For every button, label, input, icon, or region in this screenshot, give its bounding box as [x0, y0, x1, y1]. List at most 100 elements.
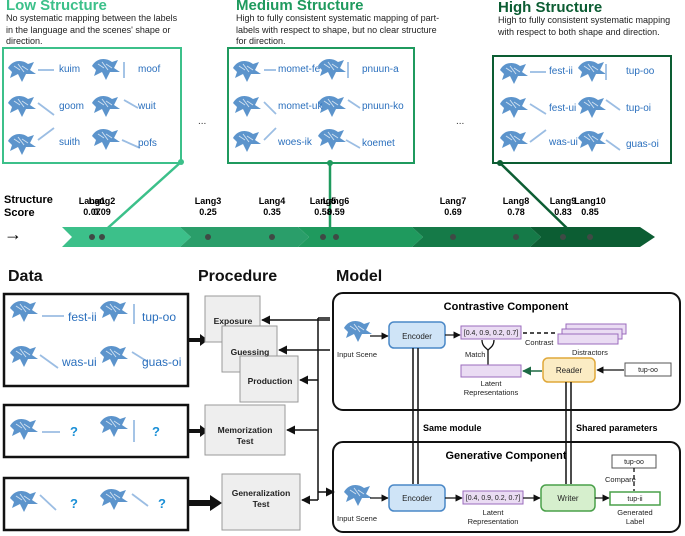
high-label-4: tup-oi — [626, 103, 652, 114]
high-label-2: tup-oo — [626, 66, 655, 77]
score-direction-arrow: → — [4, 224, 22, 244]
memorization-box — [204, 404, 286, 456]
exposure-text: Exposure — [214, 316, 253, 326]
low-scenes — [7, 58, 141, 156]
generated-label-text-2: Label — [626, 517, 645, 526]
production-text: Production — [248, 376, 293, 386]
lang-dot — [333, 234, 339, 240]
lang-score: 0.25 — [199, 207, 217, 217]
generative-title: Generative Component — [445, 450, 566, 462]
low-label-2: moof — [138, 64, 161, 75]
high-label-3: fest-ui — [549, 103, 577, 114]
medium-scenes — [232, 58, 361, 153]
data-label-2: tup-oo — [142, 310, 177, 324]
unknown-label-1: ? — [70, 424, 78, 439]
high-pointer-line — [499, 162, 576, 237]
contrast-text: Contrast — [525, 338, 554, 347]
unknown-label-4: ? — [158, 496, 166, 511]
data-arrow-1 — [200, 334, 208, 346]
high-structure-title: High Structure — [498, 0, 603, 16]
model-heading: Model — [336, 268, 383, 285]
medium-label-4: pnuun-ko — [362, 101, 404, 112]
lang-name: Lang3 — [195, 196, 222, 206]
high-structure-desc: High to fully consistent systematic mapp… — [498, 15, 671, 37]
compare-text: Compare — [605, 475, 636, 484]
data-label-1: fest-ii — [68, 310, 97, 324]
production-box — [239, 355, 299, 403]
latent-rep-text-2: Representation — [468, 517, 519, 526]
low-structure-desc: No systematic mapping between the labels… — [6, 13, 178, 46]
same-module-text: Same module — [423, 423, 482, 433]
lang-score: 0.78 — [507, 207, 525, 217]
generative-component-box — [332, 441, 681, 533]
reader-text: Reader — [556, 366, 583, 375]
contrastive-input-scene-label: Input Scene — [337, 350, 377, 359]
lang-dot — [99, 234, 105, 240]
contrastive-title: Contrastive Component — [444, 301, 569, 313]
lang-name: Lang7 — [440, 196, 467, 206]
medium-structure-box — [227, 47, 415, 164]
medium-structure-desc: High to fully consistent systematic mapp… — [236, 13, 440, 46]
lang-name: Lang9 — [550, 196, 577, 206]
lang-dot — [320, 234, 326, 240]
distractors-stack — [557, 323, 627, 345]
lang-dot — [89, 234, 95, 240]
lang-name: Lang5 — [310, 196, 337, 206]
score-band — [62, 227, 655, 247]
unknown-label-3: ? — [70, 496, 78, 511]
contrastive-vector-text: [0.4, 0.9, 0.2, 0.7] — [464, 330, 519, 337]
latent-reps-text-2: Representations — [464, 388, 519, 397]
low-label-6: pofs — [138, 138, 157, 149]
lang-dot — [450, 234, 456, 240]
reader-input-label — [624, 362, 672, 377]
low-pointer-line — [99, 161, 182, 236]
unknown-label-2: ? — [152, 424, 160, 439]
lang-dot — [560, 234, 566, 240]
lang-score: 0.07 — [83, 207, 101, 217]
procedure-model-connectors — [261, 315, 335, 505]
procedure-stack — [204, 295, 301, 531]
medium-label-1: momet-fe — [278, 64, 321, 75]
lang-name: Lang2 — [89, 196, 116, 206]
target-label-text: tup-oo — [624, 459, 644, 466]
memorization-text-1: Memorization — [218, 425, 273, 435]
generalization-text-2: Test — [253, 499, 270, 509]
contrastive-encoder-label: Encoder — [402, 332, 432, 341]
lang-score: 0.85 — [581, 207, 599, 217]
generative-input-scene-label: Input Scene — [337, 514, 377, 523]
ellipsis-1: ... — [198, 116, 206, 127]
generative-vector-text: [0.4, 0.9, 0.2, 0.7] — [466, 495, 521, 502]
lang-name: Lang6 — [323, 196, 350, 206]
low-label-3: goom — [59, 101, 85, 112]
generative-input-scene — [343, 484, 373, 507]
reader-box — [542, 357, 596, 383]
lang-score: 0.35 — [263, 207, 281, 217]
procedure-heading: Procedure — [198, 268, 278, 285]
ellipsis-2: ... — [456, 116, 464, 127]
structure-score-label-1: Structure — [4, 194, 53, 206]
lang-dot — [269, 234, 275, 240]
contrastive-vector — [460, 325, 522, 340]
lang-dot — [587, 234, 593, 240]
lang-score: 0.58 — [314, 207, 332, 217]
latent-reps-text-1: Latent — [481, 379, 503, 388]
shared-parameters-text: Shared parameters — [576, 423, 658, 433]
generated-label-text-1: Generated — [617, 508, 652, 517]
medium-pointer-dot — [327, 160, 333, 166]
low-label-5: suith — [59, 137, 81, 148]
latent-representations-box — [460, 364, 522, 378]
data-scenes — [9, 300, 149, 513]
lang-score: 0.69 — [444, 207, 462, 217]
data-label-3: was-ui — [62, 355, 97, 369]
high-label-6: guas-oi — [626, 139, 659, 150]
low-label-4: wuit — [138, 101, 156, 112]
medium-label-3: momet-uk — [278, 101, 323, 112]
